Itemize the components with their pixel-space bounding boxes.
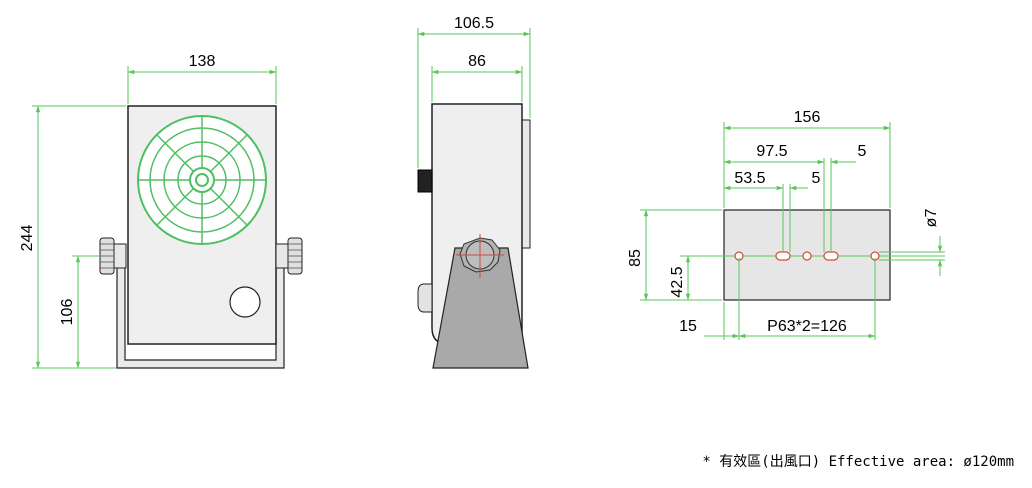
front-power-button (229, 286, 261, 318)
front-height-dimension: 244 (19, 105, 126, 369)
left-knob (99, 237, 127, 275)
hole-pitch-label: P63*2=126 (767, 318, 847, 335)
side-overall-depth-dimension: 106.5 (417, 15, 531, 168)
hole-row-height-dimension: 42.5 (669, 255, 691, 301)
side-body-depth-dimension: 86 (431, 53, 523, 102)
front-view: 138 244 106 (19, 53, 303, 369)
side-front-button (417, 283, 433, 313)
hole-center (802, 251, 812, 261)
slot-right (823, 251, 839, 261)
slot-left (775, 251, 791, 261)
front-width-dimension: 138 (127, 53, 277, 104)
hole-diameter-dimension: ø7 (879, 209, 945, 276)
plate-height-label: 85 (627, 249, 644, 267)
plate-width-label: 156 (794, 109, 821, 126)
inner-slot-width-label: 5 (812, 170, 821, 187)
side-switch (417, 169, 433, 193)
side-view: 106.5 86 (417, 15, 531, 369)
inner-slot-dimension: 53.5 5 (723, 170, 821, 191)
slot-position-label: 97.5 (756, 143, 787, 160)
slot-position-dimension: 97.5 5 (723, 143, 867, 165)
inner-slot-position-label: 53.5 (734, 170, 765, 187)
side-knob (456, 234, 504, 278)
front-width-label: 138 (189, 53, 216, 70)
mount-plate-view: 156 97.5 5 53.5 5 85 42.5 (627, 109, 945, 340)
effective-area-note: * 有效區(出風口) Effective area: ø120mm (702, 454, 1014, 470)
front-height-label: 244 (19, 225, 36, 252)
hole-row-height-label: 42.5 (669, 266, 686, 297)
hole-pitch-dimension: 15 P63*2=126 (679, 302, 876, 340)
mount-holes (734, 251, 880, 261)
pivot-height-dimension: 106 (59, 255, 100, 369)
plate-height-dimension: 85 (627, 209, 722, 301)
fan-grille (137, 115, 267, 245)
plate-width-dimension: 156 (723, 109, 891, 131)
slot-width-label: 5 (858, 143, 867, 160)
hole-diameter-label: ø7 (923, 209, 940, 228)
edge-offset-label: 15 (679, 318, 697, 335)
right-knob (275, 237, 303, 275)
pivot-height-label: 106 (59, 299, 76, 326)
side-back-plate (521, 119, 531, 249)
side-overall-depth-label: 106.5 (454, 15, 494, 32)
side-body-depth-label: 86 (468, 53, 486, 70)
